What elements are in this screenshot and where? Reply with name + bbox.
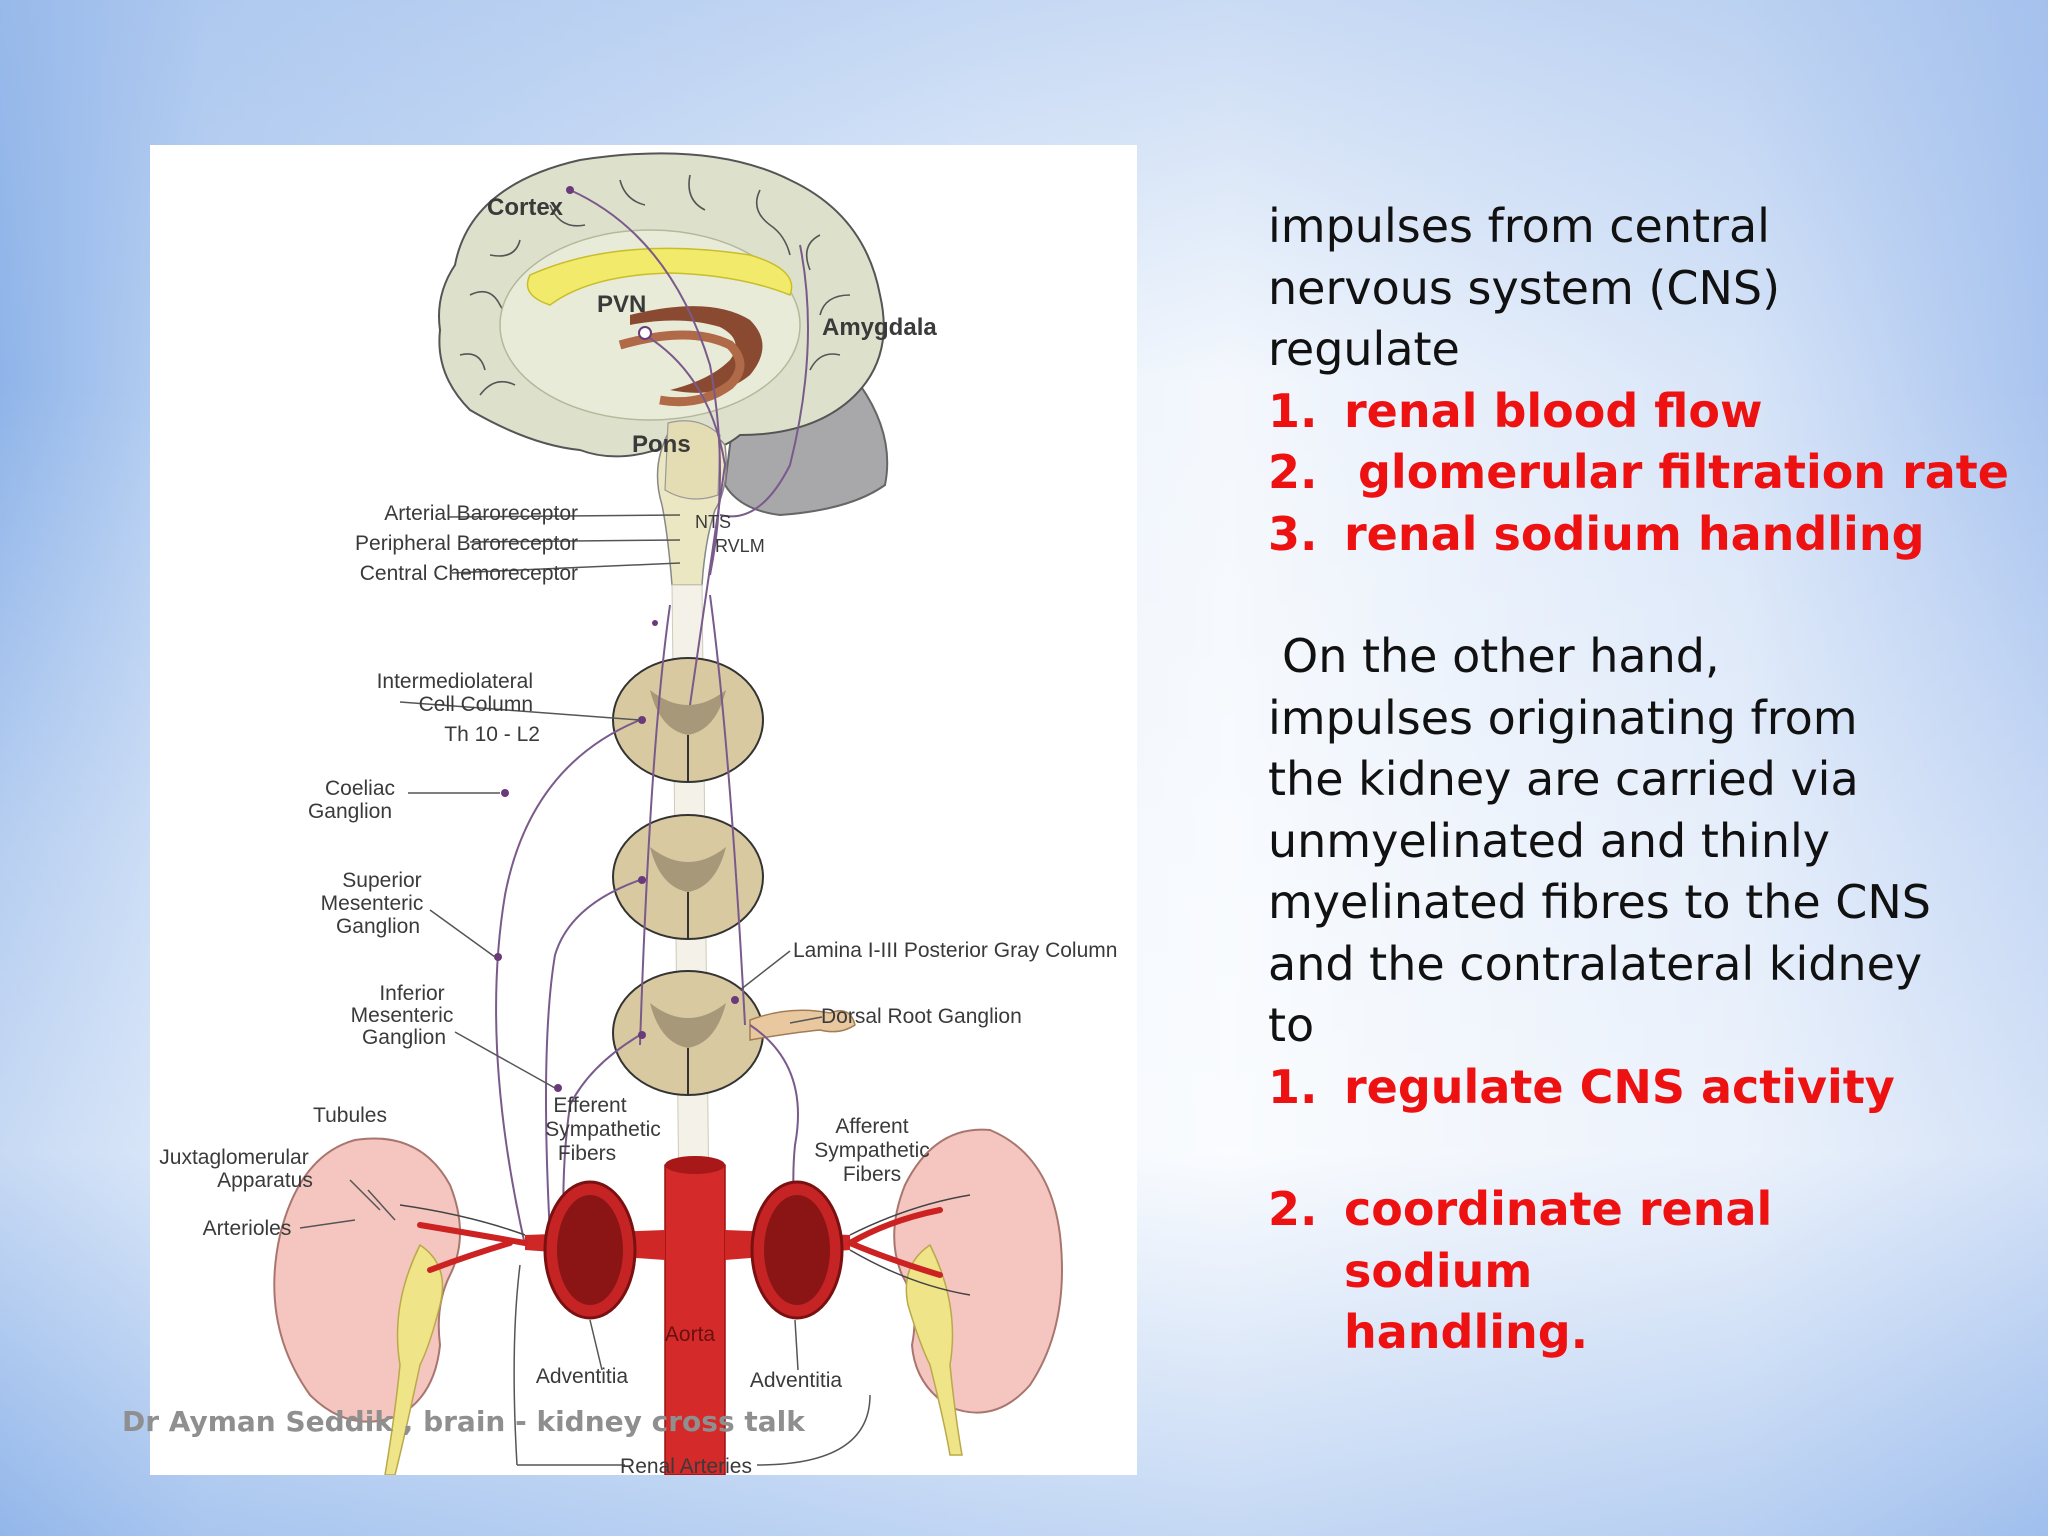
corpus-callosum bbox=[526, 247, 793, 306]
label-coeliac-2: Ganglion bbox=[308, 800, 392, 823]
label-aff-3: Fibers bbox=[843, 1163, 901, 1186]
intro-line-2: nervous system (CNS) bbox=[1268, 260, 1781, 315]
label-sup-mes-1: Superior bbox=[342, 869, 421, 892]
label-tubules: Tubules bbox=[313, 1104, 387, 1127]
label-eff-1: Efferent bbox=[553, 1094, 626, 1117]
fibre-5 bbox=[495, 719, 641, 1246]
fibre-6 bbox=[545, 879, 641, 1236]
cord-section-2 bbox=[612, 814, 764, 940]
label-nts: NTS bbox=[695, 512, 731, 532]
gyri bbox=[459, 174, 851, 396]
label-iml-3: Th 10 - L2 bbox=[444, 723, 540, 746]
para2-line-7: to bbox=[1268, 998, 1315, 1052]
label-iml-1: Intermediolateral bbox=[377, 670, 533, 693]
para2-line-2: impulses originating from bbox=[1268, 690, 1858, 745]
list2-item-1: 1. regulate CNS activity bbox=[1268, 1059, 1895, 1114]
label-renal-arteries: Renal Arteries bbox=[620, 1455, 752, 1475]
list1-item-1: 1. renal blood flow bbox=[1268, 383, 1763, 438]
label-cortex: Cortex bbox=[487, 194, 564, 221]
label-central-chemoreceptor: Central Chemoreceptor bbox=[360, 562, 578, 585]
label-adventitia-left: Adventitia bbox=[536, 1365, 629, 1388]
label-jga-2: Apparatus bbox=[217, 1169, 313, 1192]
label-pvn: PVN bbox=[597, 291, 646, 318]
label-coeliac-1: Coeliac bbox=[325, 777, 395, 800]
list1-item-2: 2. glomerular filtration rate bbox=[1268, 445, 2009, 499]
label-inf-mes-1: Inferior bbox=[379, 982, 444, 1005]
label-inf-mes-3: Ganglion bbox=[362, 1026, 446, 1049]
label-sup-mes-3: Ganglion bbox=[336, 915, 420, 938]
para2-line-3: the kidney are carried via bbox=[1268, 752, 1859, 806]
para2-line-1: On the other hand, bbox=[1282, 629, 1720, 683]
label-aff-2: Sympathetic bbox=[814, 1139, 930, 1162]
intro-line-3: regulate bbox=[1268, 322, 1460, 376]
label-peripheral-baroreceptor: Peripheral Baroreceptor bbox=[355, 532, 578, 555]
label-adventitia-right: Adventitia bbox=[750, 1369, 843, 1392]
label-drg: Dorsal Root Ganglion bbox=[821, 1005, 1022, 1028]
label-pons: Pons bbox=[632, 431, 691, 458]
label-amygdala: Amygdala bbox=[822, 314, 937, 341]
label-iml-2: Cell Column bbox=[419, 693, 533, 716]
label-inf-mes-2: Mesenteric bbox=[351, 1004, 454, 1027]
dorsal-root-ganglion bbox=[749, 1009, 856, 1041]
fibre-2 bbox=[644, 334, 727, 706]
slide-text: impulses from central nervous system (CN… bbox=[1268, 196, 2028, 1364]
label-arterioles: Arterioles bbox=[203, 1217, 292, 1240]
list2-item-2: 2. coordinate renal sodium handling. bbox=[1268, 1182, 1773, 1359]
fornix bbox=[630, 306, 763, 393]
label-jga-1: Juxtaglomerular bbox=[159, 1146, 308, 1169]
cord-section-3 bbox=[612, 970, 764, 1096]
para2-line-5: myelinated fibres to the CNS bbox=[1268, 875, 1932, 929]
para2-line-4: unmyelinated and thinly bbox=[1268, 813, 1830, 868]
cord-section-1 bbox=[612, 657, 764, 783]
fibre-4 bbox=[709, 594, 746, 1026]
list1-item-3: 3. renal sodium handling bbox=[1268, 506, 1925, 561]
label-aff-1: Afferent bbox=[835, 1115, 908, 1138]
label-eff-3: Fibers bbox=[558, 1142, 616, 1165]
label-aorta: Aorta bbox=[665, 1323, 716, 1346]
intro-line-1: impulses from central bbox=[1268, 199, 1770, 253]
fibre-3 bbox=[639, 604, 671, 1046]
brain-kidney-diagram: Cortex PVN Amygdala Pons NTS RVLM Arteri… bbox=[159, 152, 1117, 1478]
footer-credit: Dr Ayman Seddik , brain - kidney cross t… bbox=[122, 1405, 805, 1438]
para2-line-6: and the contralateral kidney bbox=[1268, 936, 1923, 991]
diagram-panel: Cortex PVN Amygdala Pons NTS RVLM Arteri… bbox=[150, 145, 1137, 1478]
fibre-9 bbox=[719, 244, 809, 518]
label-arterial-baroreceptor: Arterial Baroreceptor bbox=[384, 502, 578, 525]
label-rvlm: RVLM bbox=[715, 536, 765, 556]
label-lamina: Lamina I-III Posterior Gray Column bbox=[793, 939, 1117, 962]
label-sup-mes-2: Mesenteric bbox=[321, 892, 424, 915]
label-eff-2: Sympathetic bbox=[545, 1118, 661, 1141]
